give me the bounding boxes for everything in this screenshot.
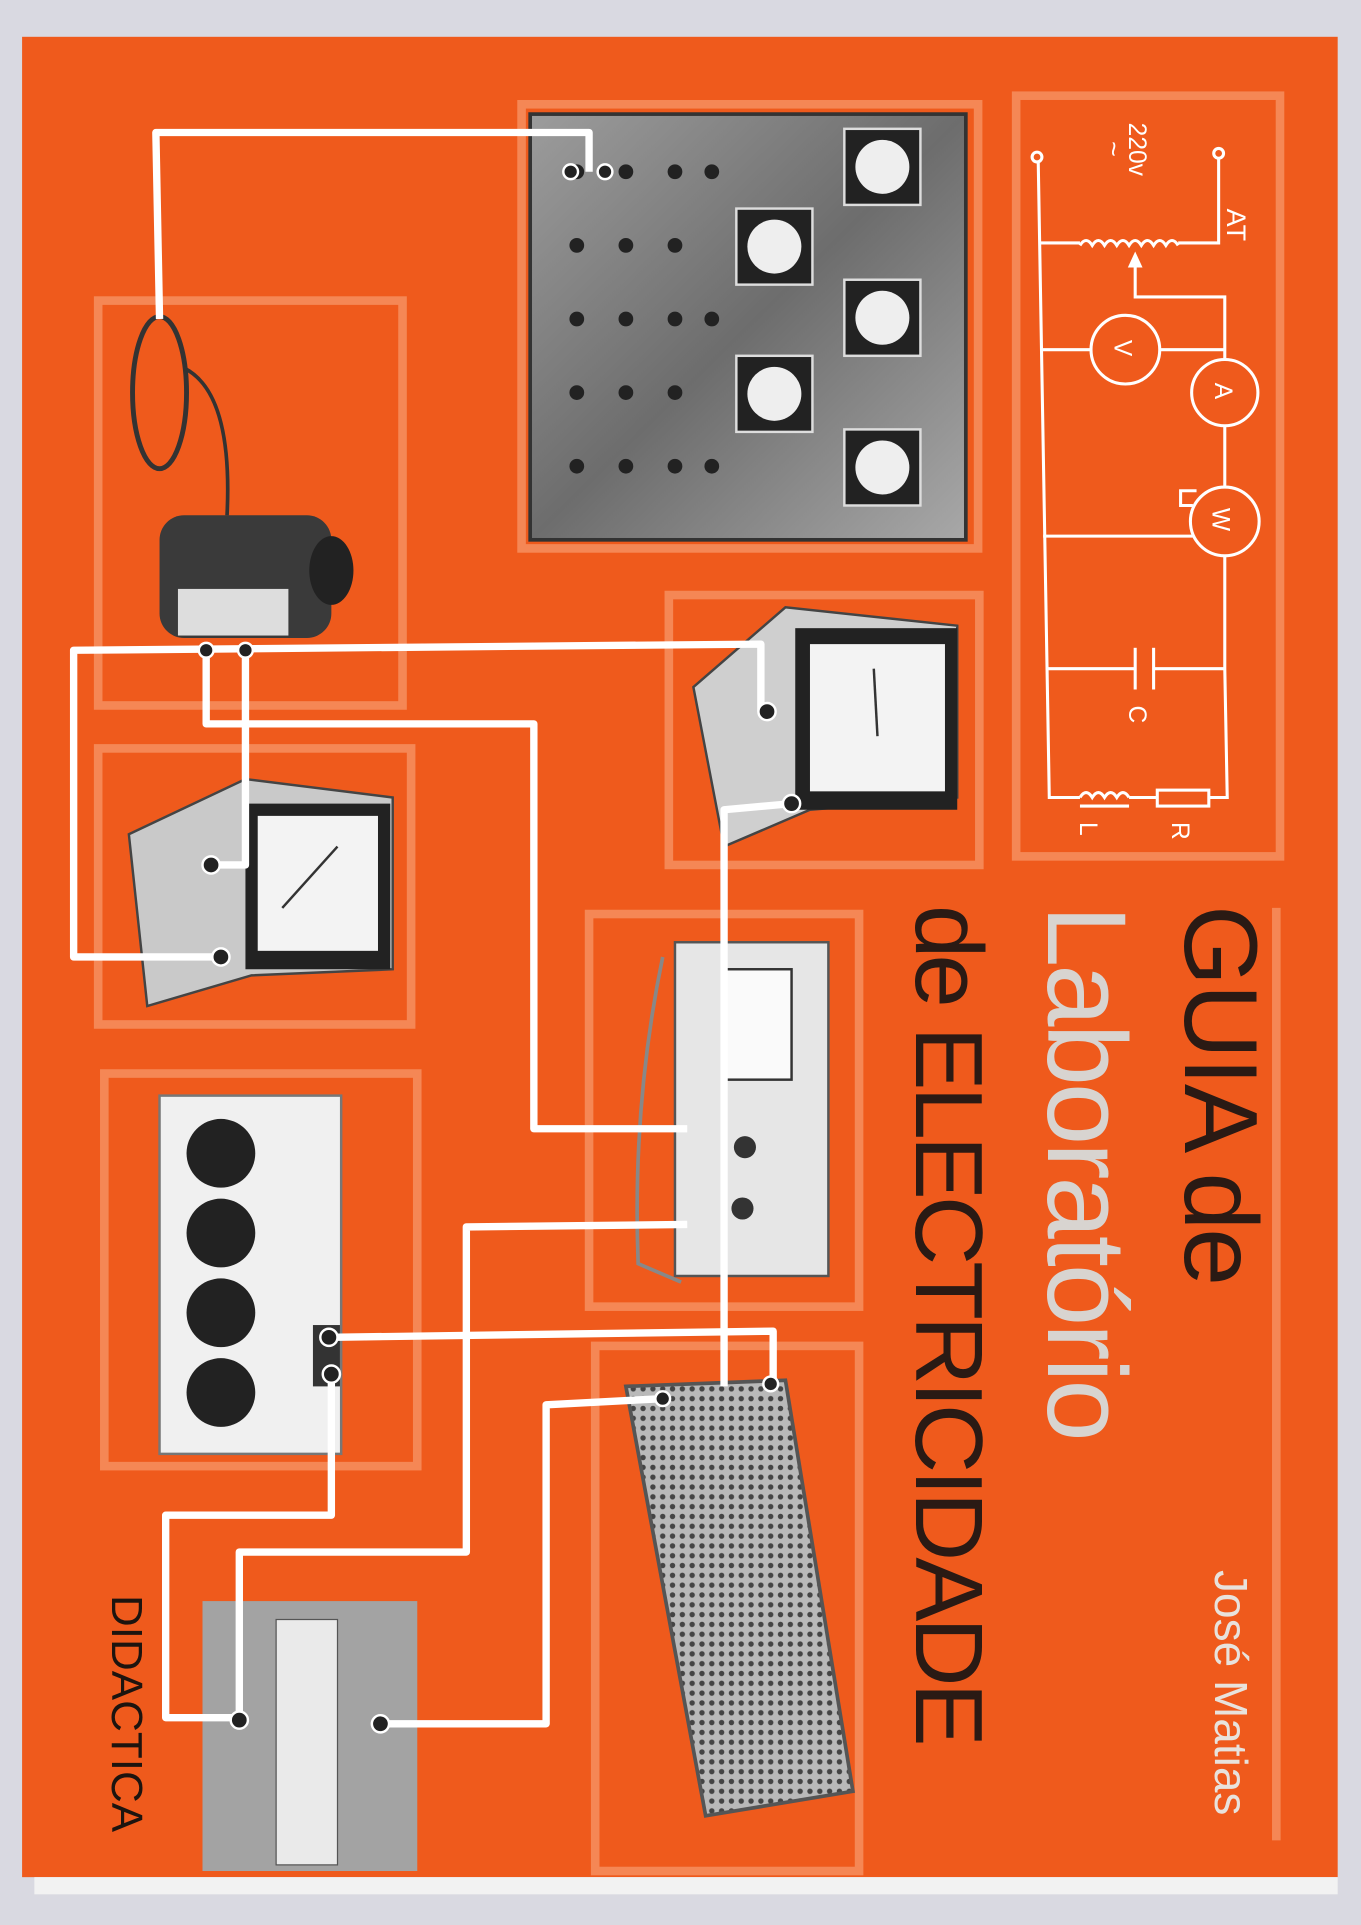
label-w: W <box>1207 508 1234 532</box>
resistance-box-photo <box>158 1094 343 1456</box>
circuit-labels: 220v ~ AT V A W C L R <box>1074 123 1251 840</box>
label-l: L <box>1074 822 1101 836</box>
connection-wires <box>69 128 792 1728</box>
label-c: C <box>1123 705 1150 723</box>
instrument-photo <box>635 941 830 1284</box>
cover-bottom-edge <box>34 1877 1338 1895</box>
title-line-2: Laboratório <box>1024 905 1149 1439</box>
variac-photo <box>130 314 354 638</box>
voltmeter-photo <box>127 777 394 1008</box>
label-r: R <box>1166 822 1193 840</box>
control-panel-photo <box>528 112 968 542</box>
heater-photo <box>623 1378 856 1818</box>
label-a: A <box>1209 383 1236 400</box>
label-at: AT <box>1221 209 1251 241</box>
label-v: V <box>1108 340 1135 357</box>
label-supply: 220v <box>1123 123 1150 177</box>
tap-arrow-icon <box>1127 251 1143 268</box>
author-name: José Matias <box>1205 1570 1257 1816</box>
publisher-name: DIDACTICA <box>102 1595 151 1833</box>
lamp-holder-photo <box>202 1601 418 1872</box>
title-line-1: GUIA de <box>1162 905 1278 1285</box>
wire-terminals <box>197 163 802 1734</box>
label-ac: ~ <box>1099 141 1129 157</box>
circuit-diagram <box>1030 146 1261 808</box>
title-line-3: de ELECTRICIDADE <box>895 905 1002 1743</box>
